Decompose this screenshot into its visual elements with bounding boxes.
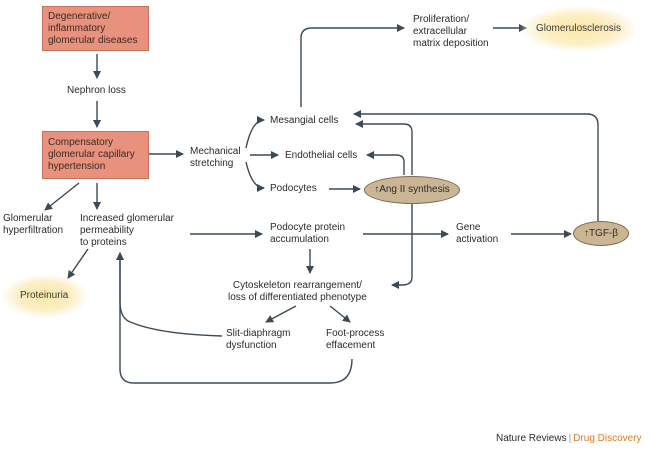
credit-journal: Nature Reviews [496, 433, 567, 444]
cytoskeleton-label: Cytoskeleton rearrangement/ loss of diff… [228, 280, 367, 303]
proliferation-label: Proliferation/ extracellular matrix depo… [413, 14, 489, 49]
arrow-ang-to-mesangial [355, 120, 413, 175]
degenerative-label: Degenerative/ inflammatory glomerular di… [48, 11, 138, 46]
arrow-ang-to-endothelial [366, 151, 405, 175]
hyperfiltration-label: Glomerular hyperfiltration [3, 213, 64, 236]
arrow-slit-to-permeability [116, 252, 223, 337]
arrow-cytoskeleton-to-slit [265, 305, 297, 323]
proteinuria-label: Proteinuria [20, 290, 69, 301]
arrow-mechanical-to-podocytes [245, 161, 265, 192]
permeability-label: Increased glomerular permeability to pro… [80, 213, 174, 248]
mechanical-label: Mechanical stretching [190, 146, 241, 169]
credit-line: Nature Reviews|Drug Discovery [496, 433, 642, 444]
arrow-compensatory-to-hyperfiltration [44, 182, 80, 211]
mesangial-label: Mesangial cells [270, 115, 339, 126]
arrow-foot-to-permeability [116, 252, 353, 384]
arrow-mesangial-to-proliferation [300, 24, 405, 107]
ang-label: ↑Ang II synthesis [374, 184, 450, 195]
arrow-tgf-to-mesangial [353, 110, 599, 221]
credit-section: Drug Discovery [573, 433, 642, 444]
credit-separator: | [568, 433, 572, 444]
degenerative-box: Degenerative/ inflammatory glomerular di… [42, 6, 149, 51]
slit-label: Slit-diaphragm dysfunction [226, 328, 291, 351]
endothelial-label: Endothelial cells [285, 150, 358, 161]
tgf-ellipse: ↑TGF-β [573, 221, 629, 246]
glomerulosclerosis-label: Glomerulosclerosis [536, 23, 622, 34]
compensatory-box: Compensatory glomerular capillary hypert… [42, 131, 149, 179]
podocyte-protein-label: Podocyte protein accumulation [270, 222, 346, 245]
nephron-loss-label: Nephron loss [67, 85, 126, 96]
compensatory-label: Compensatory glomerular capillary hypert… [48, 137, 135, 172]
arrow-ang-to-cytoskeleton [391, 204, 413, 289]
proteinuria-glow: Proteinuria [2, 274, 88, 318]
podocytes-label: Podocytes [270, 183, 317, 194]
ang-ellipse: ↑Ang II synthesis [364, 176, 460, 204]
foot-label: Foot-process effacement [326, 328, 385, 351]
glomerulosclerosis-glow: Glomerulosclerosis [520, 6, 638, 52]
arrow-permeability-to-proteinuria [67, 248, 89, 279]
arrow-cytoskeleton-to-foot [329, 305, 351, 323]
arrow-mechanical-to-mesangial [245, 116, 265, 149]
gene-label: Gene activation [456, 222, 499, 245]
tgf-label: ↑TGF-β [583, 228, 619, 239]
